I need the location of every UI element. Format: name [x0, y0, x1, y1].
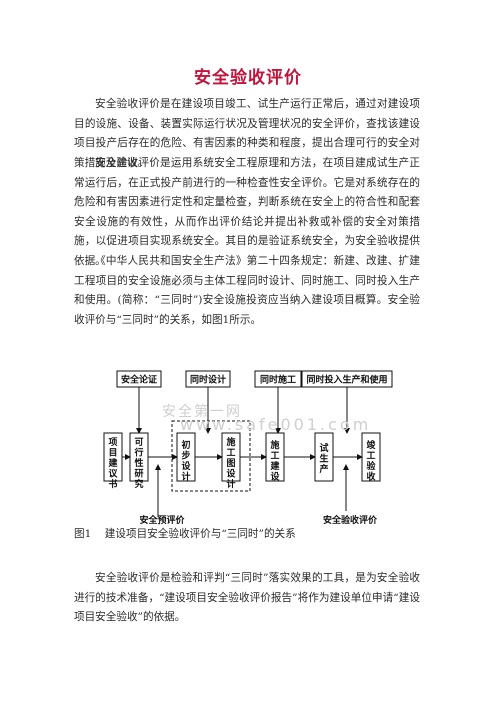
- simul-construction-label: 同时施工: [260, 374, 296, 386]
- step-proposal: 项目建议书: [103, 432, 123, 490]
- paragraph-1: 安全验收评价是在建设项目竣工、试生产运行正常后，通过对建设项目的设施、设备、装置…: [74, 98, 420, 169]
- paragraph-4: 安全验收评价是检验和评判“三同时”落实效果的工具，是为安全验收进行的技术准备，“…: [74, 572, 420, 624]
- prelim-design-label: 初步设计: [181, 439, 191, 483]
- simul-production-label: 同时投入生产和使用: [306, 374, 387, 386]
- step-prelim-design: 初步设计: [176, 432, 196, 483]
- step-acceptance: 竣工验收: [361, 432, 381, 483]
- step-feasibility: 可行性研究: [129, 432, 149, 490]
- simul-design-label: 同时设计: [190, 374, 226, 386]
- safety-demo-label: 安全论证: [121, 374, 157, 386]
- top-box-simul-design: 同时设计: [185, 370, 231, 388]
- acceptance-eval-label: 安全验收评价: [323, 514, 378, 525]
- flow-diagram: 安全论证 同时设计 同时施工 同时投入生产和使用 项目建议书 可行性研究 初步设…: [103, 370, 393, 525]
- construction-label: 施工建设: [270, 439, 280, 483]
- acceptance-label: 竣工验收: [366, 439, 376, 483]
- step-trial-production: 试生产: [314, 432, 334, 482]
- feasibility-label: 可行性研究: [133, 437, 143, 490]
- step-construction-drawing: 施工图设计: [221, 432, 241, 490]
- watermark-line-1: 安全第一网: [162, 404, 242, 420]
- top-box-safety-demo: 安全论证: [116, 370, 162, 388]
- step-construction: 施工建设: [265, 432, 285, 483]
- watermark-line-2: www.safe001.com: [180, 415, 372, 434]
- paragraph-2: 安全验收评价是运用系统安全工程原理和方法，在项目建成试生产正常运行后，在正式投产…: [74, 157, 420, 267]
- paragraph-3: 《中华人民共和国安全生产法》第二十四条规定：新建、改建、扩建工程项目的安全设施必…: [74, 255, 420, 326]
- construction-drawing-label: 施工图设计: [226, 436, 236, 490]
- top-box-simul-production: 同时投入生产和使用: [301, 370, 393, 388]
- trial-production-label: 试生产: [319, 442, 328, 475]
- top-box-simul-construction: 同时施工: [254, 370, 302, 388]
- figure-caption: 图1 建设项目安全验收评价与“三同时”的关系: [74, 528, 296, 540]
- page-title: 安全验收评价: [194, 68, 302, 88]
- pre-eval-label: 安全预评价: [139, 514, 185, 525]
- proposal-label: 项目建议书: [108, 437, 118, 490]
